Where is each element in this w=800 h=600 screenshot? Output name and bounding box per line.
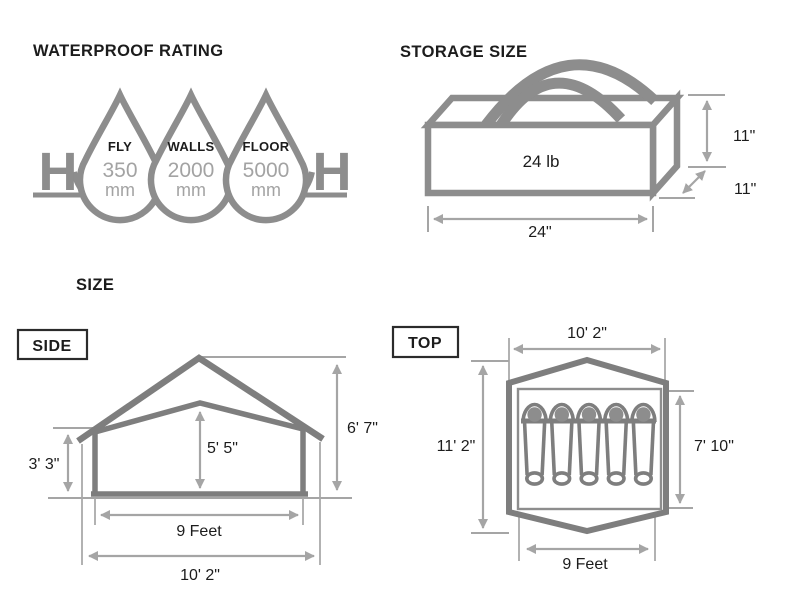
drop-unit: mm	[105, 180, 135, 200]
sleeping-bag-icon	[567, 422, 574, 476]
waterproof-section: WATERPROOF RATING H H FLY 350 mm WALLS 2…	[33, 42, 352, 224]
sleeping-bag-icon	[594, 422, 601, 476]
sleeping-bag-icon	[604, 422, 611, 476]
storage-height-label: 11"	[733, 128, 755, 145]
storage-section: STORAGE SIZE 24 lb 24" 11" 11"	[400, 43, 756, 241]
sleeping-bag-icon	[636, 407, 651, 422]
drop-label: FLOOR	[243, 139, 290, 154]
side-floor-width-label: 9 Feet	[176, 523, 222, 540]
top-overall-width-label: 10' 2"	[567, 325, 607, 342]
drop-label: FLY	[108, 139, 132, 154]
size-heading: SIZE	[76, 276, 114, 294]
side-wall-height-label: 3' 3"	[29, 456, 60, 473]
top-label-box	[391, 325, 460, 359]
sleeping-bag-icon	[621, 422, 628, 476]
water-drop-icon-floor	[222, 87, 310, 224]
sleeping-bag-icon	[633, 471, 654, 486]
tent-fly-outline	[76, 354, 325, 444]
sleeping-bag-icon	[540, 422, 547, 476]
side-view: SIDE 6' 7" 5' 5" 3' 3" 9 Feet 10' 2"	[16, 328, 378, 584]
drop-value: 2000	[168, 159, 215, 182]
sleeping-bag-icon	[524, 471, 545, 486]
drop-label: WALLS	[168, 139, 215, 154]
water-drop-icon-walls	[147, 87, 235, 224]
sleeping-bag-icon	[579, 471, 599, 486]
storage-bag-front-face	[424, 121, 657, 197]
side-overall-width-label: 10' 2"	[180, 567, 220, 584]
hydrostatic-h-right: H	[313, 142, 352, 202]
sleeping-bag-icon	[606, 471, 626, 486]
sleeping-bag-icon	[631, 422, 638, 476]
sleeping-bag-icon	[649, 422, 656, 476]
sleeping-bag-icon	[527, 407, 542, 422]
drop-unit: mm	[176, 180, 206, 200]
side-label-box	[16, 328, 89, 361]
bag-heads	[527, 407, 651, 422]
bag-bodies	[522, 422, 656, 486]
tent-inner-roof	[94, 400, 304, 435]
top-floor-length-label: 7' 10"	[694, 438, 734, 455]
storage-depth-label: 11"	[734, 181, 756, 198]
drop-value: 350	[102, 159, 137, 182]
handle-icon-inner	[493, 77, 626, 133]
side-peak-height-label: 6' 7"	[347, 420, 378, 437]
top-overall-length-label: 11' 2"	[437, 438, 476, 455]
sleeping-bag-icon	[554, 407, 569, 422]
storage-weight: 24 lb	[523, 152, 560, 171]
sleeping-bag-icon	[550, 422, 557, 476]
top-floor-width-label: 9 Feet	[562, 556, 608, 573]
sleeping-bag-icon	[581, 407, 597, 422]
handle-icon-outer	[481, 59, 659, 129]
storage-bag-top-face	[420, 94, 685, 129]
sleeping-bag-icon	[552, 471, 572, 486]
drop-value: 5000	[243, 159, 290, 182]
sleeping-bag-icon	[522, 422, 529, 476]
waterproof-heading: WATERPROOF RATING	[33, 42, 223, 60]
water-drop-icon-fly	[76, 87, 164, 224]
storage-width-label: 24"	[528, 224, 551, 241]
storage-heading: STORAGE SIZE	[400, 43, 527, 61]
side-center-height-label: 5' 5"	[207, 440, 238, 457]
hydrostatic-h-left: H	[39, 142, 78, 202]
side-label: SIDE	[32, 338, 71, 355]
sleeping-bag-icon	[609, 407, 624, 422]
dim-arrow-depth	[682, 170, 706, 194]
sleeping-bag-icon	[577, 422, 584, 476]
top-label: TOP	[408, 335, 442, 352]
drop-unit: mm	[251, 180, 281, 200]
top-view: TOP 10' 2" 11' 2" 7' 10" 9 Feet	[391, 325, 734, 573]
